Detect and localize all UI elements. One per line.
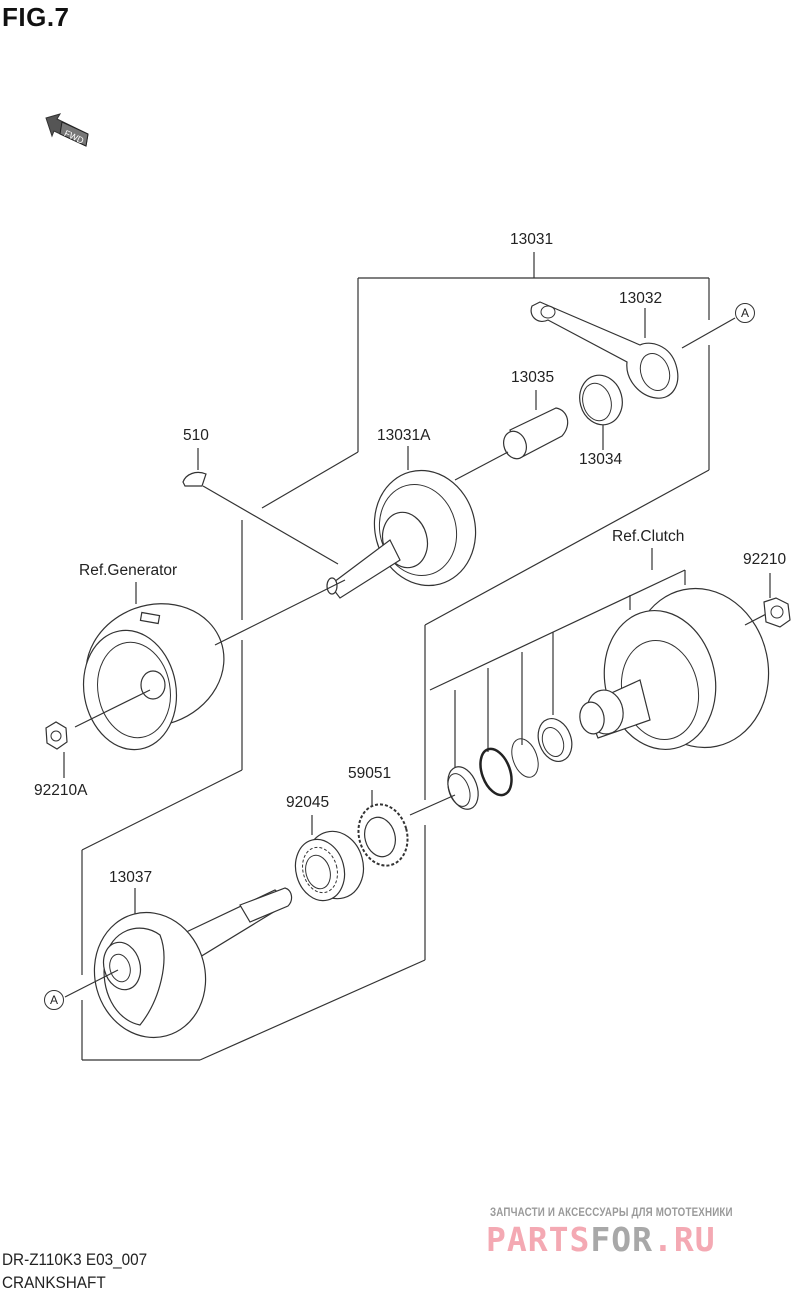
watermark-brand-parts: PARTS [486, 1220, 591, 1259]
callout-13037: 13037 [109, 869, 153, 886]
crankshaft-half-13037 [64, 887, 293, 1039]
nut-92210a [45, 721, 68, 778]
callout-13032: 13032 [619, 290, 663, 307]
callout-92210a: 92210A [34, 782, 88, 799]
callout-92210: 92210 [743, 551, 787, 568]
reference-marker-a-bottom: A [44, 990, 64, 1010]
callout-ref-clutch: Ref.Clutch [612, 528, 685, 545]
watermark-brand-ru: .RU [652, 1220, 716, 1259]
callout-59051: 59051 [348, 765, 392, 782]
callout-510: 510 [183, 427, 209, 444]
woodruff-key-510 [182, 448, 339, 565]
callout-13035: 13035 [511, 369, 555, 386]
needle-bearing-13034 [579, 374, 623, 450]
callout-ref-generator: Ref.Generator [79, 562, 178, 579]
callout-13034: 13034 [579, 451, 623, 468]
bracket-13031 [81, 252, 710, 1061]
watermark-brand-for: FOR [590, 1220, 653, 1259]
callout-13031: 13031 [510, 231, 554, 248]
connecting-rod-13032 [530, 301, 736, 399]
fwd-arrow-icon: FWD [44, 112, 92, 156]
section-title: CRANKSHAFT [2, 1273, 106, 1292]
watermark-tagline: ЗАПЧАСТИ И АКСЕССУАРЫ ДЛЯ МОТОТЕХНИКИ [490, 1207, 733, 1219]
reference-marker-a-top: A [735, 303, 755, 323]
generator-rotor [74, 579, 346, 751]
callout-13031a: 13031A [377, 427, 431, 444]
crankshaft-half-13031a [326, 446, 477, 599]
model-code: DR-Z110K3 E03_007 [2, 1250, 148, 1269]
bearing-92045 [294, 815, 365, 902]
watermark-brand: PARTSFOR.RU [486, 1220, 716, 1259]
gear-59051 [299, 790, 409, 871]
clutch-small-parts [409, 718, 573, 816]
figure-title: FIG.7 [2, 2, 70, 32]
nut-92210 [763, 573, 791, 628]
clutch-assembly [429, 548, 771, 775]
crank-pin-13035 [454, 390, 569, 481]
callout-92045: 92045 [286, 794, 330, 811]
